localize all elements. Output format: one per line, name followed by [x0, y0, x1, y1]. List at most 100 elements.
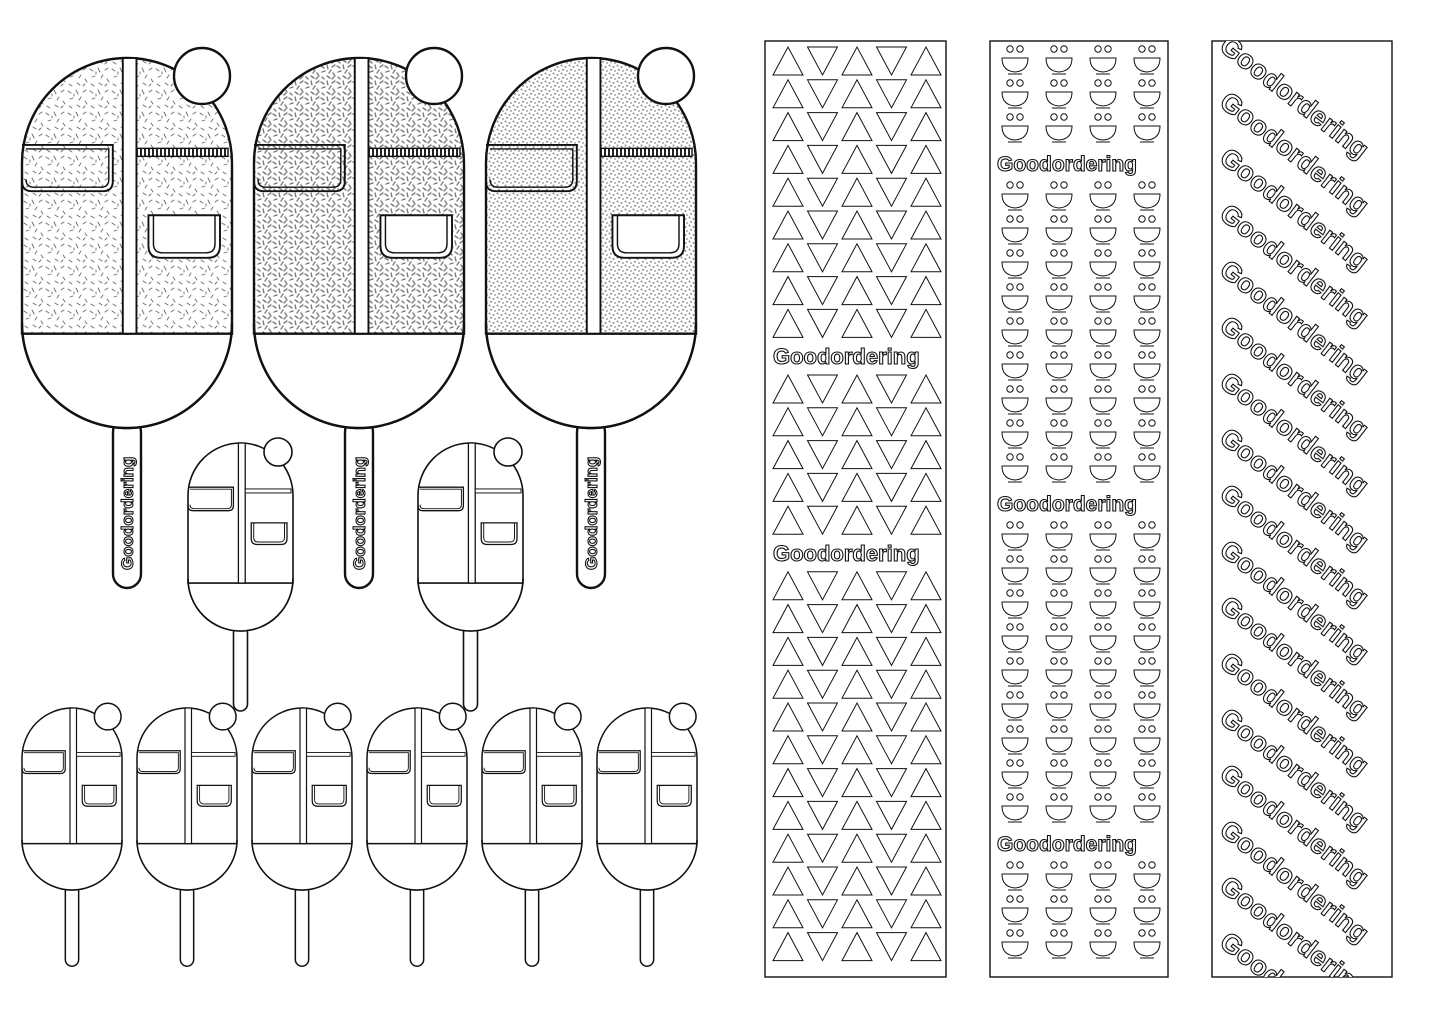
popsicle — [596, 702, 698, 967]
triangle-shape — [875, 505, 908, 536]
triangle-shape — [910, 701, 942, 732]
bowl-eye-icon — [1060, 793, 1068, 801]
bowl-eye-icon — [1006, 181, 1014, 189]
bowl-icon — [1133, 635, 1161, 651]
popsicle-bottom-band — [596, 839, 698, 891]
bowl-icon — [1089, 669, 1117, 685]
bowl-eye-icon — [1138, 249, 1146, 257]
bowl-eye-icon — [1050, 793, 1058, 801]
bowl-icon — [1089, 533, 1117, 549]
bowl-icon — [1089, 567, 1117, 583]
popsicle-pocket — [187, 486, 235, 512]
popsicle — [187, 437, 294, 712]
triangle-shape — [806, 407, 839, 437]
bowl-icon — [1089, 193, 1117, 209]
triangle-shape — [772, 833, 804, 863]
triangle-shape — [910, 78, 942, 109]
bowl-eye-icon — [1060, 419, 1068, 427]
bowl-eye-icon — [1094, 45, 1102, 53]
bowl-eye-icon — [1060, 521, 1068, 529]
bowl-eye-icon — [1050, 895, 1058, 903]
popsicle-stick — [294, 884, 310, 967]
bowl-eye-icon — [1094, 793, 1102, 801]
triangle-shape — [806, 932, 839, 962]
bowl-eye-icon — [1148, 45, 1156, 53]
bowl-icon — [1133, 193, 1161, 209]
bowl-eye-icon — [1016, 725, 1024, 733]
triangle-shape — [841, 275, 873, 306]
bowl-eye-icon — [1148, 895, 1156, 903]
popsicle-pocket-inner — [25, 148, 110, 188]
bowl-eye-icon — [1060, 113, 1068, 121]
bowl-eye-icon — [1060, 215, 1068, 223]
triangle-shape — [806, 210, 839, 241]
bowl-icon — [1045, 295, 1073, 311]
bowl-icon — [1133, 91, 1161, 107]
popsicle-bottom-band — [417, 578, 524, 632]
bowl-eye-icon — [1138, 215, 1146, 223]
bowl-eye-icon — [1138, 589, 1146, 597]
bowl-eye-icon — [1050, 181, 1058, 189]
triangle-shape — [841, 931, 873, 962]
triangle-shape — [875, 407, 908, 437]
bowl-eye-icon — [1094, 419, 1102, 427]
bowl-icon — [1001, 635, 1029, 651]
popsicle-bite — [438, 702, 467, 731]
bowl-eye-icon — [1104, 79, 1112, 87]
triangle-shape — [841, 406, 873, 437]
triangle-shape — [841, 472, 873, 502]
triangle-shape — [875, 276, 908, 306]
bowl-eye-icon — [1060, 657, 1068, 665]
bowl-eye-icon — [1104, 351, 1112, 359]
bowl-icon — [1001, 57, 1029, 73]
bowl-eye-icon — [1094, 351, 1102, 359]
bowl-eye-icon — [1148, 317, 1156, 325]
bowl-eye-icon — [1148, 657, 1156, 665]
bowl-eye-icon — [1138, 453, 1146, 461]
popsicle-stick — [64, 884, 80, 967]
bowl-icon — [1089, 771, 1117, 787]
popsicle-strap — [237, 442, 246, 584]
popsicle-bottom-band — [20, 322, 234, 430]
triangle-shape — [772, 45, 804, 76]
popsicle-pocket-inner — [419, 488, 462, 510]
bowl-eye-icon — [1148, 725, 1156, 733]
bowl-icon — [1133, 329, 1161, 345]
bowl-eye-icon — [1104, 453, 1112, 461]
bowl-eye-icon — [1050, 419, 1058, 427]
bowl-icon — [1045, 57, 1073, 73]
bowl-eye-icon — [1050, 929, 1058, 937]
popsicle-bottom-band — [484, 322, 698, 430]
triangle-shape — [875, 210, 908, 241]
bowl-icon — [1089, 397, 1117, 413]
triangle-shape — [772, 636, 804, 666]
bowl-icon — [1045, 431, 1073, 447]
popsicle-pocket — [81, 784, 117, 807]
popsicle-pocket — [656, 784, 692, 807]
bowl-eye-icon — [1148, 113, 1156, 121]
popsicle-pocket — [253, 143, 346, 193]
bowl-eye-icon — [1094, 657, 1102, 665]
popsicle-pocket — [481, 750, 526, 775]
bowl-eye-icon — [1016, 113, 1024, 121]
bowl-eye-icon — [1006, 623, 1014, 631]
bowl-icon — [1001, 873, 1029, 889]
bowl-eye-icon — [1104, 929, 1112, 937]
triangle-shape — [806, 800, 839, 831]
bowl-eye-icon — [1104, 589, 1112, 597]
popsicle — [417, 437, 524, 712]
bowl-eye-icon — [1016, 385, 1024, 393]
bowl-icon — [1001, 669, 1029, 685]
popsicle-pocket-inner — [84, 785, 115, 805]
bowl-icon — [1045, 737, 1073, 753]
bowl-icon — [1045, 91, 1073, 107]
popsicle: Goodordering — [20, 46, 234, 590]
triangle-shape — [841, 800, 873, 830]
triangle-shape — [875, 702, 908, 733]
popsicle-bite — [553, 702, 582, 731]
popsicle-pocket — [426, 784, 462, 807]
triangle-shape — [910, 833, 942, 863]
triangle-shape — [841, 209, 873, 240]
bowl-eye-icon — [1006, 725, 1014, 733]
bowl-icon — [1133, 703, 1161, 719]
